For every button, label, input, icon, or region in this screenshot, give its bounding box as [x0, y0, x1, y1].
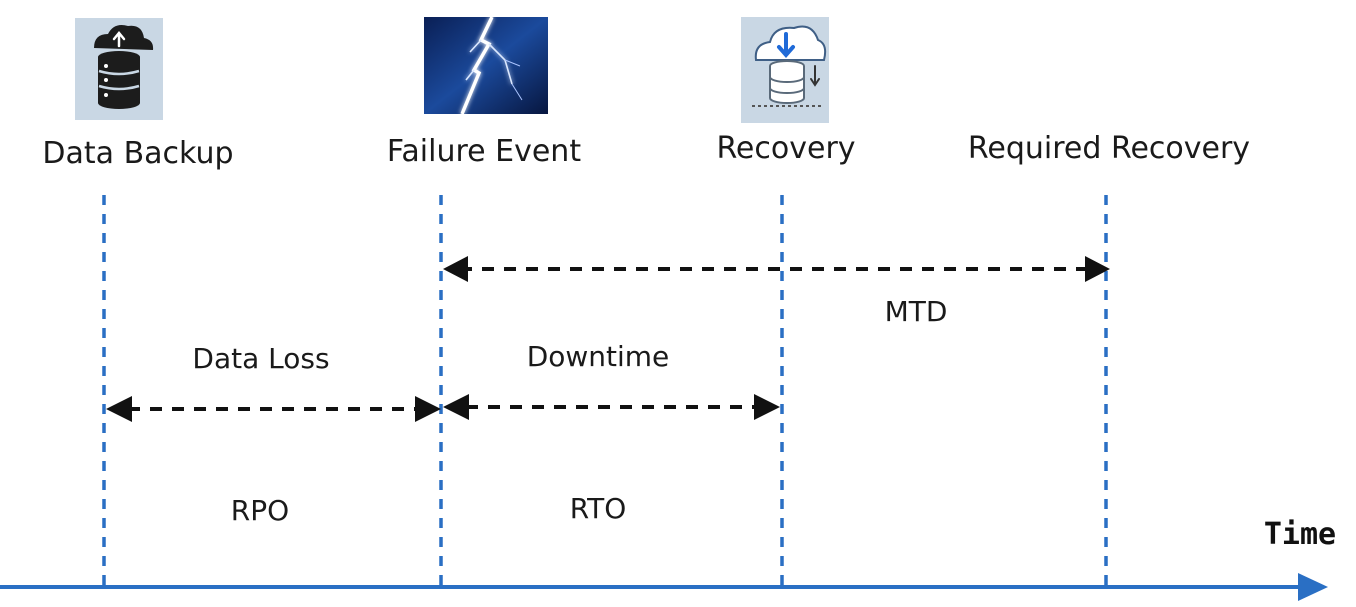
data-loss-arrow [106, 396, 441, 422]
time-axis [0, 573, 1328, 601]
downtime-label: Downtime [527, 340, 670, 373]
milestone-required-recovery: Required Recovery [968, 131, 1250, 166]
data-loss-label: Data Loss [192, 342, 329, 375]
time-axis-label: Time [1264, 517, 1336, 552]
mtd-label: MTD [885, 295, 948, 328]
cloud-database-upload-icon [75, 18, 163, 120]
milestone-data-backup: Data Backup [42, 136, 233, 171]
rpo-label: RPO [231, 494, 289, 527]
milestone-recovery: Recovery [716, 131, 855, 166]
downtime-arrow [443, 394, 780, 420]
cloud-database-download-icon [741, 17, 829, 123]
mtd-arrow [443, 256, 1110, 282]
rto-label: RTO [570, 492, 627, 525]
milestone-failure-event: Failure Event [387, 134, 581, 169]
lightning-icon [424, 16, 548, 115]
